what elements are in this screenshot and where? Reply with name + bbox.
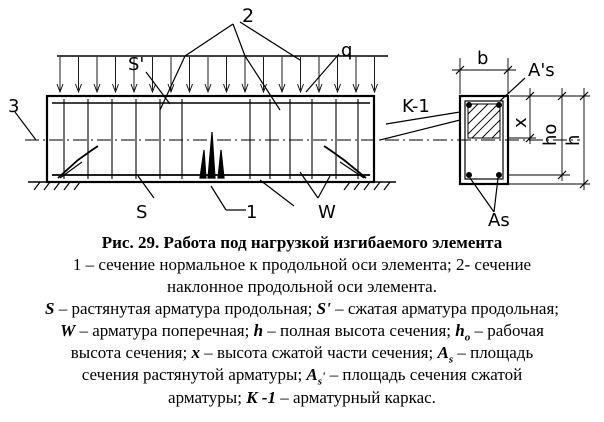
label-w: W xyxy=(318,202,336,223)
label-x: x xyxy=(510,117,531,128)
caption-line-6: сечения растянутой арматуры; As' – площа… xyxy=(81,365,523,388)
caption-line-1: 1 – сечение нормальное к продольной оси … xyxy=(72,255,532,274)
inclined-cracks xyxy=(57,145,367,179)
label-s: S xyxy=(136,202,147,223)
label-h: h xyxy=(563,135,584,146)
label-as: As xyxy=(488,210,510,231)
transverse-rebar-w xyxy=(63,99,359,179)
caption-line-4: W – арматура поперечная; h – полная высо… xyxy=(60,321,544,344)
normal-cracks xyxy=(199,131,225,179)
distributed-load xyxy=(56,55,388,94)
label-q: q xyxy=(341,40,352,61)
caption-title: Рис. 29. Работа под нагрузкой изгибаемог… xyxy=(101,233,503,252)
label-k1: K-1 xyxy=(402,96,430,117)
caption-line-7: арматуры; K -1 – арматурный каркас. xyxy=(168,388,436,407)
label-3: 3 xyxy=(8,96,19,117)
caption-line-3: S – растянутая арматура продольная; S' –… xyxy=(44,299,559,318)
beam-diagram-svg: 2 S' q 3 K-1 S 1 W b A's x ho h As xyxy=(8,5,590,231)
label-2: 2 xyxy=(242,5,254,27)
right-support xyxy=(338,181,396,191)
label-1: 1 xyxy=(246,202,257,223)
left-support xyxy=(28,181,90,191)
caption-line-5: высота сечения; x – высота сжатой части … xyxy=(70,343,534,366)
figure-caption: Рис. 29. Работа под нагрузкой изгибаемог… xyxy=(0,232,604,409)
beam-diagram: 2 S' q 3 K-1 S 1 W b A's x ho h As xyxy=(8,5,590,231)
caption-line-2: наклонное продольной оси элемента. xyxy=(167,277,437,296)
label-b: b xyxy=(477,48,488,69)
label-ho: ho xyxy=(540,124,561,146)
label-as-prime: A's xyxy=(528,60,555,81)
beam-outline xyxy=(45,94,376,184)
label-s-prime: S' xyxy=(128,54,144,75)
cross-section-k1 xyxy=(458,94,510,186)
